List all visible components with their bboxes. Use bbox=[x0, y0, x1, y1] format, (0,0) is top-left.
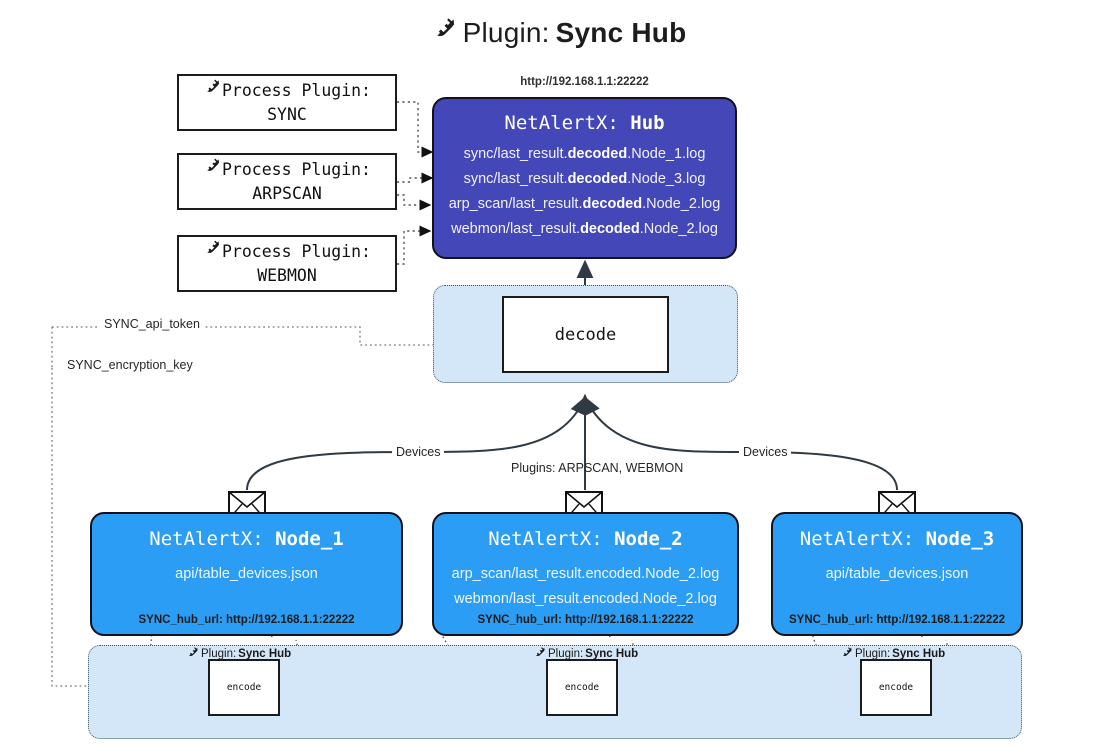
hub-log-line: sync/last_result.decoded.Node_3.log bbox=[463, 171, 706, 188]
process-plugin-box-sync[interactable]: Process Plugin: SYNC bbox=[177, 74, 397, 131]
encoder-plugin-label: Plugin:Sync Hub bbox=[840, 646, 945, 662]
node-line-list: arp_scan/last_result.encoded.Node_2.log … bbox=[434, 562, 737, 613]
encode-box[interactable]: encode bbox=[546, 659, 618, 716]
hub-url-label: http://192.168.1.1:22222 bbox=[520, 76, 649, 88]
process-plugin-box-arpscan[interactable]: Process Plugin: ARPSCAN bbox=[177, 153, 397, 210]
encode-box[interactable]: encode bbox=[208, 659, 280, 716]
node-title: NetAlertX: Node_2 bbox=[488, 528, 683, 550]
node-box-node-3[interactable]: NetAlertX: Node_3 api/table_devices.json… bbox=[771, 512, 1023, 636]
edge-label-devices-right: Devices bbox=[739, 445, 792, 459]
plug-icon bbox=[203, 78, 221, 103]
encoder-plugin-label: Plugin:Sync Hub bbox=[533, 646, 638, 662]
decode-box[interactable]: decode bbox=[502, 296, 669, 373]
edge-label-plugins-center: Plugins: ARPSCAN, WEBMON bbox=[511, 461, 684, 475]
node-box-node-2[interactable]: NetAlertX: Node_2 arp_scan/last_result.e… bbox=[432, 512, 739, 636]
plug-icon bbox=[186, 646, 199, 662]
hub-node-box[interactable]: NetAlertX: Hub sync/last_result.decoded.… bbox=[432, 97, 737, 259]
hub-title-prefix: NetAlertX: bbox=[504, 112, 619, 134]
hub-log-line: webmon/last_result.decoded.Node_2.log bbox=[451, 221, 718, 238]
node-line: api/table_devices.json bbox=[175, 566, 318, 582]
hub-log-list: sync/last_result.decoded.Node_1.log sync… bbox=[434, 142, 735, 242]
hub-log-line: sync/last_result.decoded.Node_1.log bbox=[463, 146, 706, 162]
edge-label-devices-left: Devices bbox=[392, 445, 445, 459]
encoder-plugin-label: Plugin:Sync Hub bbox=[186, 646, 291, 662]
node-line-list: api/table_devices.json bbox=[773, 562, 1021, 587]
plug-icon bbox=[203, 239, 221, 264]
node-title: NetAlertX: Node_3 bbox=[799, 528, 995, 550]
process-plugin-label: Process Plugin: bbox=[221, 241, 371, 261]
node-hub-url: SYNC_hub_url: http://192.168.1.1:22222 bbox=[477, 614, 694, 626]
secret-label-api-token: SYNC_api_token bbox=[100, 317, 204, 331]
encode-box[interactable]: encode bbox=[860, 659, 932, 716]
title-prefix: Plugin: bbox=[462, 16, 550, 48]
page-title: Plugin: Sync Hub bbox=[0, 16, 1117, 49]
node-hub-url: SYNC_hub_url: http://192.168.1.1:22222 bbox=[138, 614, 355, 626]
process-plugin-name: SYNC bbox=[267, 105, 307, 124]
title-name: Sync Hub bbox=[555, 16, 687, 48]
node-hub-url: SYNC_hub_url: http://192.168.1.1:22222 bbox=[788, 614, 1006, 626]
node-line: webmon/last_result.encoded.Node_2.log bbox=[454, 591, 717, 608]
hub-log-line: arp_scan/last_result.decoded.Node_2.log bbox=[448, 196, 721, 213]
secret-label-encryption-key: SYNC_encryption_key bbox=[63, 358, 197, 372]
plug-icon bbox=[203, 157, 221, 182]
hub-title: NetAlertX: Hub bbox=[434, 112, 735, 134]
node-line: api/table_devices.json bbox=[825, 566, 969, 582]
node-box-node-1[interactable]: NetAlertX: Node_1 api/table_devices.json… bbox=[90, 512, 403, 636]
process-plugin-name: WEBMON bbox=[257, 266, 317, 285]
hub-title-name: Hub bbox=[630, 112, 665, 134]
process-plugin-label: Process Plugin: bbox=[221, 159, 371, 179]
process-plugin-box-webmon[interactable]: Process Plugin: WEBMON bbox=[177, 235, 397, 292]
process-plugin-name: ARPSCAN bbox=[252, 184, 322, 203]
plug-icon bbox=[431, 16, 457, 49]
plug-icon bbox=[840, 646, 853, 662]
plug-icon bbox=[533, 646, 546, 662]
process-plugin-label: Process Plugin: bbox=[221, 80, 371, 100]
node-line-list: api/table_devices.json bbox=[92, 562, 401, 587]
node-line: arp_scan/last_result.encoded.Node_2.log bbox=[451, 566, 720, 582]
node-title: NetAlertX: Node_1 bbox=[149, 528, 344, 550]
